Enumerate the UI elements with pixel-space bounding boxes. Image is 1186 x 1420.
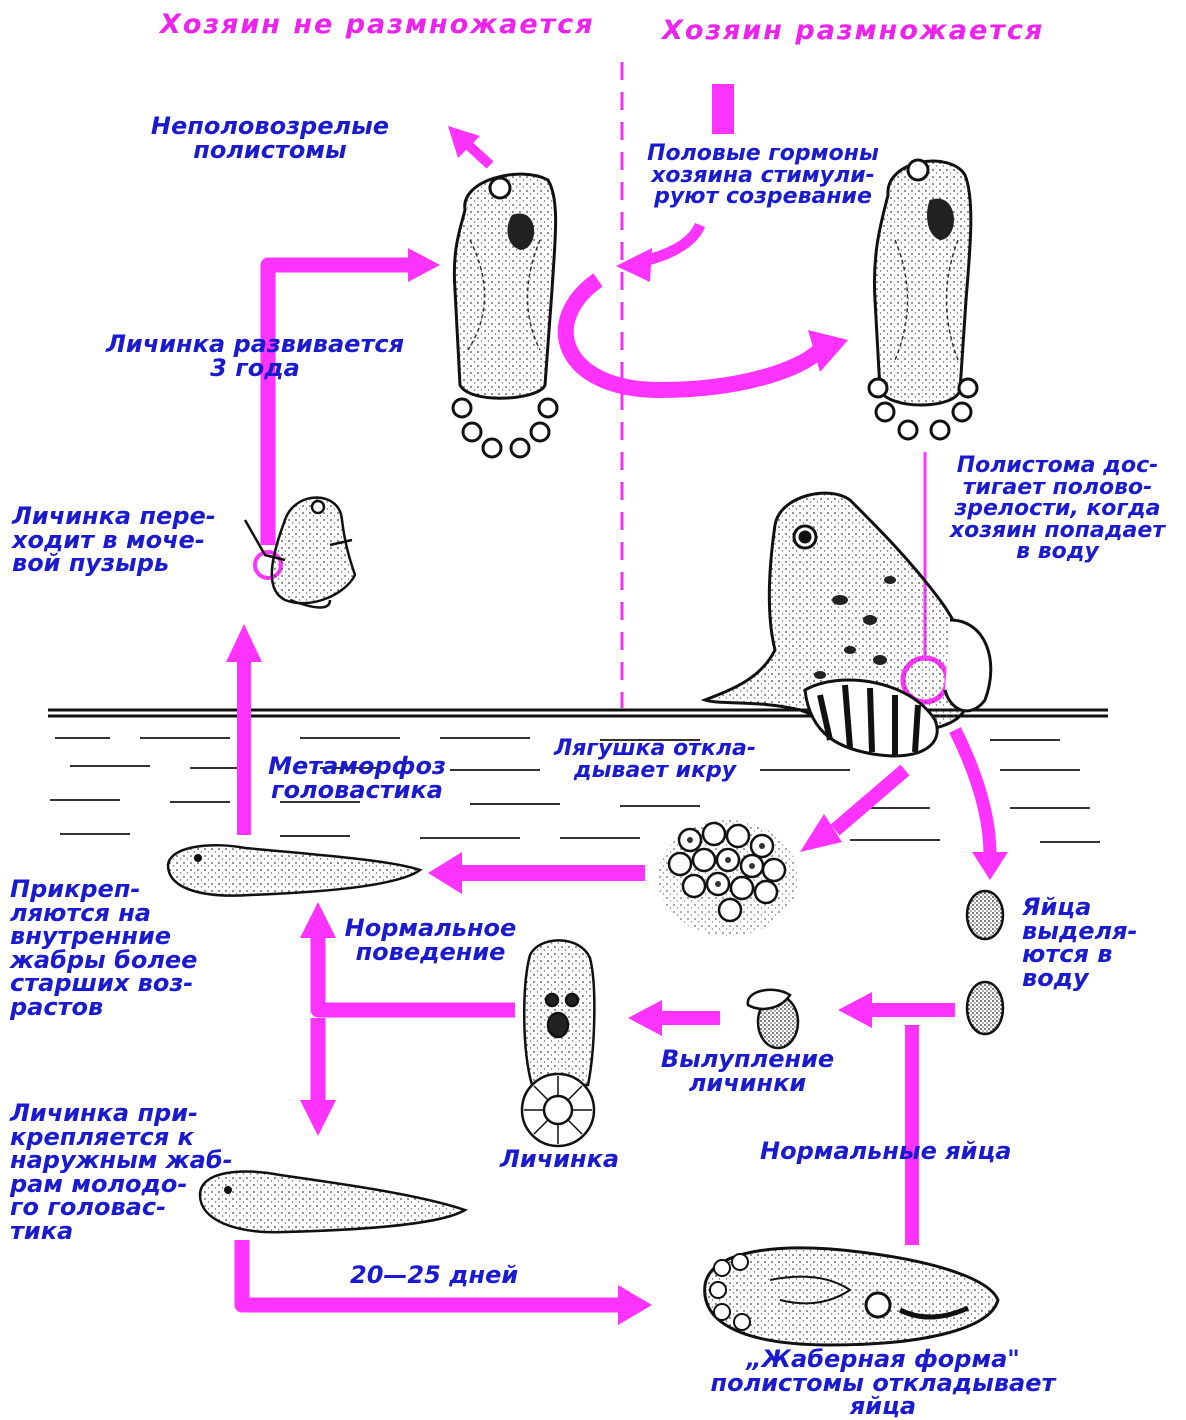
header-host-breeding: Хозяин размножается [662,18,1044,44]
label-gill-form: „Жаберная форма" полистомы откладывает я… [668,1348,1098,1419]
egg-cluster-icon [658,820,798,936]
label-maturity: Полистома дос- тигает полово- зрелости, … [935,455,1180,563]
label-host-hormones: Половые гормоны хозяина стимули- руют со… [638,143,888,208]
label-normal-eggs: Нормальные яйца [760,1140,1011,1164]
larva-icon [522,940,594,1146]
egg-icon [967,891,1003,1034]
label-normal-behavior: Нормальное поведение [338,917,523,964]
label-eggs-released: Яйца выделя- ются в воду [1022,896,1138,990]
hatching-egg-icon [748,990,798,1048]
label-days: 20—25 дней [350,1264,518,1288]
label-metamorphosis: Метаморфоз головастика [262,755,452,802]
label-larva-to-bladder: Личинка пере- ходит в моче- вой пузырь [12,505,216,576]
label-frog-spawns: Лягушка откла- дывает икру [535,738,775,781]
label-larva-develops: Личинка развивается 3 года [95,333,415,380]
label-larva-external-gills: Личинка при- крепляется к наружным жаб- … [10,1102,233,1243]
polystome-immature-icon [453,174,557,457]
tadpole-icon [168,845,420,895]
label-larva: Личинка [500,1148,619,1172]
label-attach-internal-gills: Прикреп- ляются на внутренние жабры боле… [10,878,197,1019]
label-hatching: Вылупление личинки [655,1048,840,1095]
label-immature-polystomes: Неполовозрелые полистомы [150,115,390,162]
young-tadpole-icon [200,1172,465,1233]
header-host-not-breeding: Хозяин не размножается [160,12,595,38]
gill-form-icon [705,1248,998,1345]
